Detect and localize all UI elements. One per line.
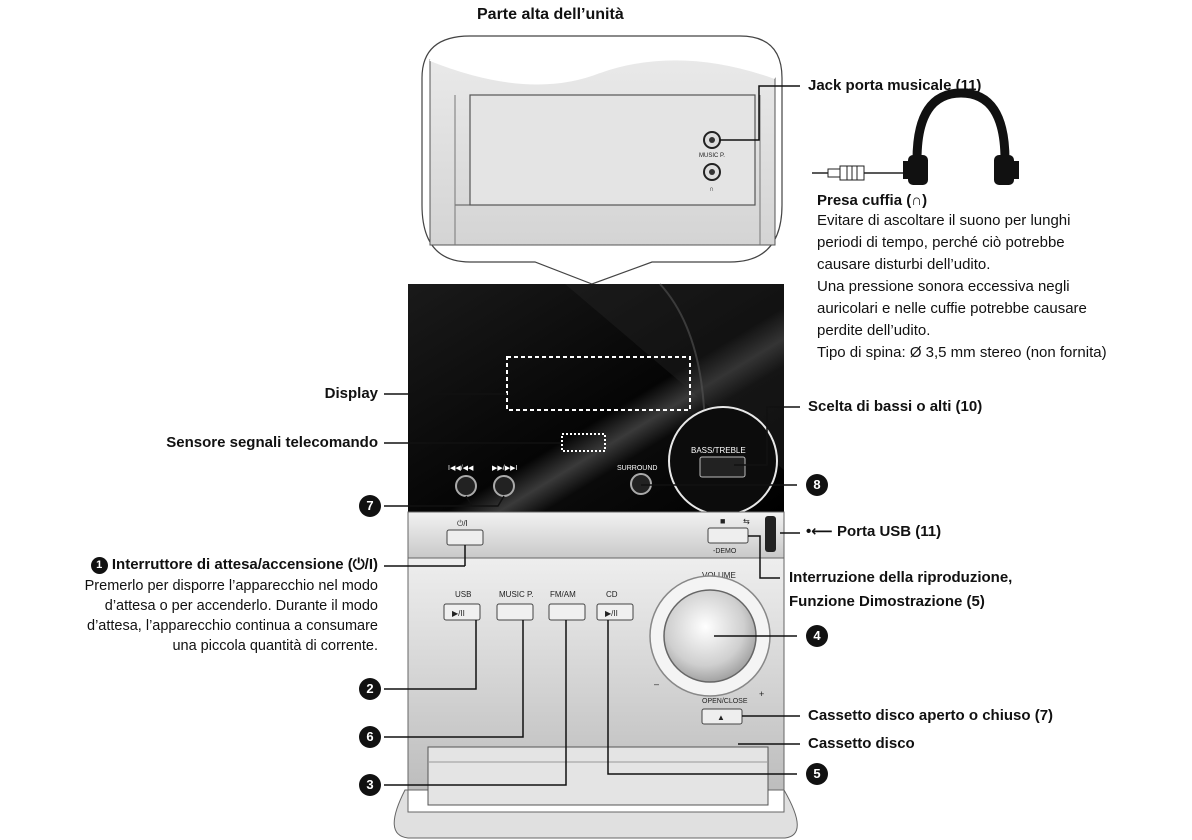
svg-text:⇆: ⇆ bbox=[743, 517, 750, 526]
svg-text:▲: ▲ bbox=[717, 713, 725, 722]
svg-text:CD: CD bbox=[606, 590, 618, 599]
interruttore-line-3: d’attesa, l’apparecchio continua a consu… bbox=[87, 618, 378, 634]
fm-am-button bbox=[548, 603, 586, 621]
marker-3: 3 bbox=[359, 774, 381, 796]
usb-icon: •⟵ bbox=[806, 523, 833, 540]
top-view-panel bbox=[469, 94, 756, 206]
skip-forward-button bbox=[493, 475, 515, 497]
marker-4: 4 bbox=[806, 625, 828, 647]
leader-lines bbox=[384, 85, 800, 786]
marker-8: 8 bbox=[806, 474, 828, 496]
headphone-plug bbox=[812, 165, 908, 181]
callout-scelta-bassi: Scelta di bassi o alti (10) bbox=[808, 398, 983, 415]
svg-text:▶/II: ▶/II bbox=[452, 609, 465, 618]
svg-text:▶/II: ▶/II bbox=[605, 609, 618, 618]
callout-presa-cuffia-title: Presa cuffia (∩) bbox=[817, 192, 928, 209]
interruttore-line-2: d’attesa o per accenderlo. Durante il mo… bbox=[104, 598, 378, 614]
callout-cassetto-aperto: Cassetto disco aperto o chiuso (7) bbox=[808, 707, 1054, 724]
callout-interruzione-2: Funzione Dimostrazione (5) bbox=[789, 593, 985, 610]
svg-text:▶▶/▶▶I: ▶▶/▶▶I bbox=[492, 465, 517, 472]
svg-text:VOLUME: VOLUME bbox=[702, 571, 736, 580]
svg-text:∩: ∩ bbox=[709, 186, 714, 193]
svg-text:-DEMO: -DEMO bbox=[713, 548, 737, 555]
marker-7: 7 bbox=[359, 495, 381, 517]
bass-treble-button bbox=[699, 456, 746, 478]
svg-text:MUSIC P.: MUSIC P. bbox=[699, 153, 725, 159]
skip-back-button bbox=[455, 475, 477, 497]
svg-text:–: – bbox=[654, 679, 659, 689]
cd-play-button bbox=[596, 603, 634, 621]
music-p-button bbox=[496, 603, 534, 621]
headphone-symbol-icon: ∩ bbox=[911, 192, 923, 209]
svg-text:+: + bbox=[759, 689, 764, 699]
svg-text:I◀◀/◀◀: I◀◀/◀◀ bbox=[448, 465, 474, 472]
callout-porta-usb: •⟵ Porta USB (11) bbox=[806, 523, 942, 540]
headphones bbox=[903, 88, 1019, 185]
presa-cuffia-line-3: causare disturbi dell’udito. bbox=[817, 256, 991, 273]
unit-base bbox=[393, 788, 798, 839]
presa-cuffia-line-2: periodi di tempo, perché ciò potrebbe bbox=[817, 234, 1065, 251]
callout-interruzione-1: Interruzione della riproduzione, bbox=[789, 569, 1013, 586]
presa-cuffia-line-1: Evitare di ascoltare il suono per lunghi bbox=[817, 212, 1071, 229]
top-view-wave bbox=[429, 58, 776, 85]
marker-6: 6 bbox=[359, 726, 381, 748]
disc-tray bbox=[427, 746, 769, 806]
usb-play-button bbox=[443, 603, 481, 621]
display-area bbox=[506, 356, 691, 411]
interruttore-line-1: Premerlo per disporre l’apparecchio nel … bbox=[84, 578, 378, 594]
callout-interruttore: 1 Interruttore di attesa/accensione (⏻/I… bbox=[0, 554, 378, 576]
interruttore-line-4: una piccola quantità di corrente. bbox=[172, 638, 378, 654]
marker-2: 2 bbox=[359, 678, 381, 700]
presa-cuffia-line-5: auricolari e nelle cuffie potrebbe causa… bbox=[817, 300, 1087, 317]
marker-5: 5 bbox=[806, 763, 828, 785]
svg-text:USB: USB bbox=[455, 590, 471, 599]
svg-text:SURROUND: SURROUND bbox=[617, 465, 657, 472]
svg-text:OPEN/CLOSE: OPEN/CLOSE bbox=[702, 698, 748, 705]
svg-text:⏻/I: ⏻/I bbox=[457, 519, 468, 528]
svg-text:BASS/TREBLE: BASS/TREBLE bbox=[691, 446, 746, 455]
surround-button bbox=[630, 473, 652, 495]
power-button bbox=[446, 529, 484, 546]
marker-1: 1 bbox=[90, 557, 108, 574]
svg-text:FM/AM: FM/AM bbox=[550, 590, 576, 599]
svg-text:■: ■ bbox=[720, 516, 725, 526]
remote-sensor bbox=[561, 433, 606, 452]
presa-cuffia-line-4: Una pressione sonora eccessiva negli bbox=[817, 278, 1070, 295]
callout-jack-porta-musicale: Jack porta musicale (11) bbox=[808, 77, 982, 94]
presa-cuffia-line-7: Tipo di spina: Ø 3,5 mm stereo (non forn… bbox=[817, 344, 1107, 361]
usb-port bbox=[765, 516, 776, 552]
callout-display: Display bbox=[324, 385, 378, 402]
stop-button bbox=[707, 527, 749, 544]
presa-cuffia-line-6: perdite dell’udito. bbox=[817, 322, 931, 339]
callout-cassetto-disco: Cassetto disco bbox=[808, 735, 915, 752]
callout-sensore: Sensore segnali telecomando bbox=[166, 434, 378, 451]
top-view-title: Parte alta dell’unità bbox=[477, 6, 624, 23]
svg-text:MUSIC P.: MUSIC P. bbox=[499, 590, 534, 599]
